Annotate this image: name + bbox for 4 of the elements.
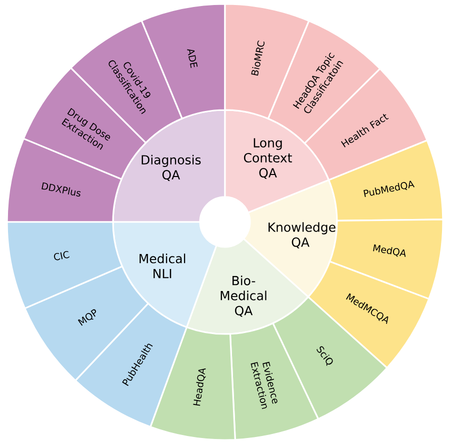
dataset-sector: CIC <box>6 221 123 310</box>
node-label: HeadQA <box>193 368 206 406</box>
node-label: MedQA <box>373 244 406 257</box>
category-sector: Medical NLI <box>112 221 218 328</box>
